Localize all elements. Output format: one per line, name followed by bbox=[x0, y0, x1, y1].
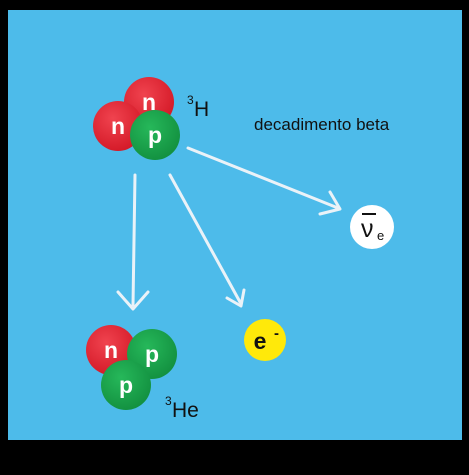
svg-text:p: p bbox=[119, 372, 133, 398]
tritium-element-symbol: H bbox=[194, 98, 209, 121]
tritium-label: 3 H bbox=[187, 93, 209, 121]
electron-symbol: e bbox=[254, 328, 267, 354]
svg-text:n: n bbox=[104, 337, 118, 363]
svg-text:n: n bbox=[142, 89, 156, 115]
decay-arrows bbox=[116, 146, 342, 311]
antineutrino-symbol: ν bbox=[361, 215, 374, 243]
proton: p bbox=[130, 110, 180, 160]
antineutrino-subscript: e bbox=[377, 228, 384, 243]
helium3-mass-number: 3 bbox=[165, 394, 172, 408]
tritium-nucleus: n n p bbox=[93, 77, 180, 160]
helium3-nucleus: n p p bbox=[86, 325, 177, 410]
arrow-to-electron bbox=[168, 173, 246, 308]
proton: p bbox=[101, 360, 151, 410]
svg-text:p: p bbox=[145, 341, 159, 367]
helium3-element-symbol: He bbox=[172, 399, 199, 422]
electron-charge: - bbox=[274, 325, 279, 342]
electron-antineutrino: ν e bbox=[350, 205, 394, 249]
svg-text:p: p bbox=[148, 122, 162, 148]
process-label: decadimento beta bbox=[254, 115, 390, 134]
arrow-to-antineutrino bbox=[186, 146, 342, 216]
arrow-to-helium3 bbox=[116, 173, 150, 311]
tritium-mass-number: 3 bbox=[187, 93, 194, 107]
electron: e - bbox=[244, 319, 286, 361]
svg-text:n: n bbox=[111, 113, 125, 139]
helium3-label: 3 He bbox=[165, 394, 199, 422]
